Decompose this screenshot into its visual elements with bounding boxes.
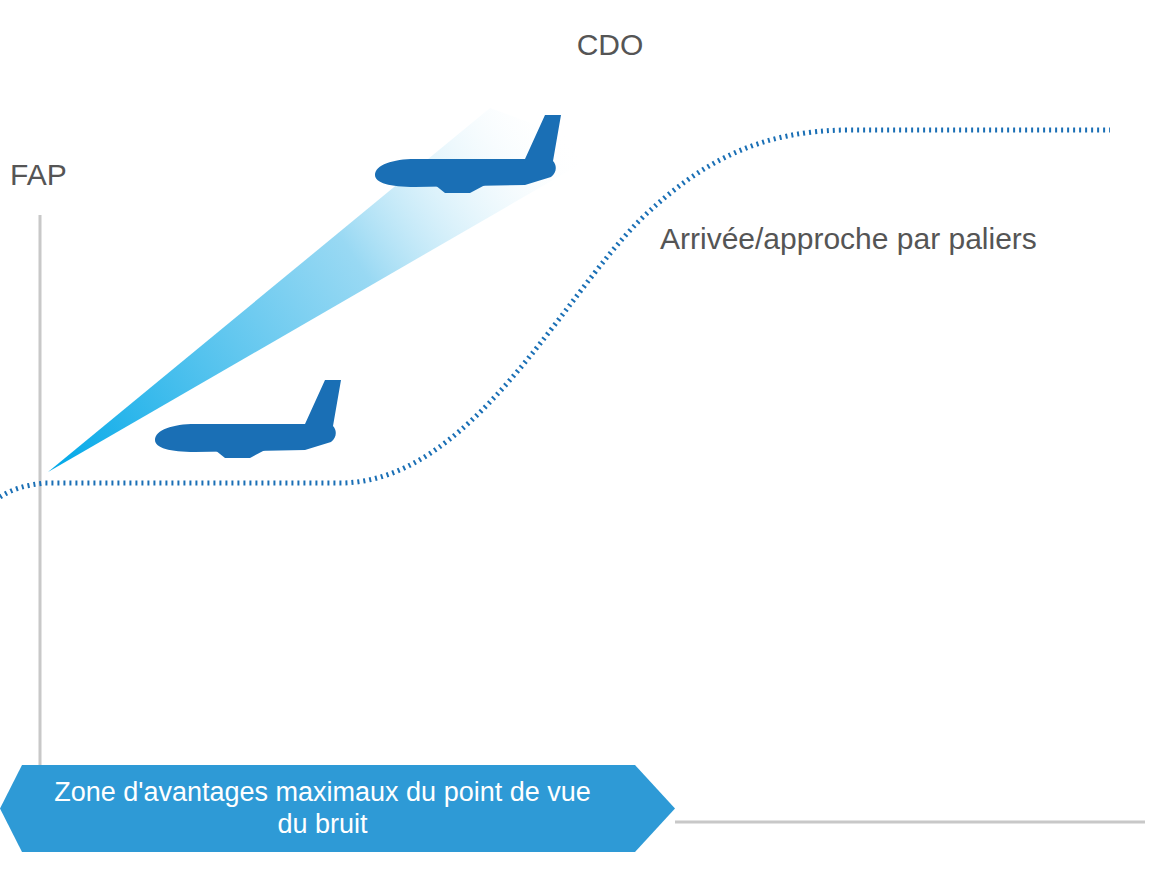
step-down-path — [0, 130, 1110, 497]
aircraft-cdo — [375, 115, 561, 193]
ground-line — [675, 821, 1145, 824]
banner-text: Zone d'avantages maximaux du point de vu… — [40, 777, 605, 839]
fap-label: FAP — [10, 158, 67, 191]
cdo-beam — [48, 108, 605, 472]
approach-title: CDO — [577, 28, 644, 61]
fap-axis — [39, 215, 42, 765]
noise-benefit-banner: Zone d'avantages maximaux du point de vu… — [0, 765, 675, 852]
step-label: Arrivée/approche par paliers — [660, 222, 1037, 255]
aircraft-step — [155, 380, 341, 458]
